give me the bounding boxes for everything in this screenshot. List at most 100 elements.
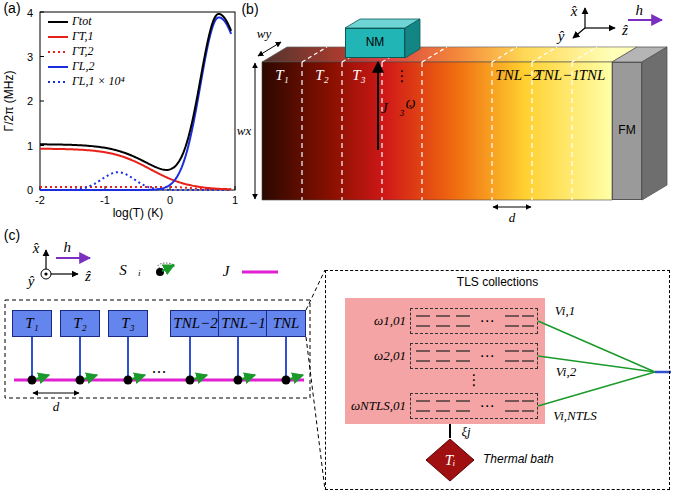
slice-divider — [301, 62, 302, 200]
node-label: T₂ — [315, 67, 329, 84]
legend-text: Γtot — [72, 15, 92, 28]
dimension-label: d — [53, 400, 60, 414]
bath-coupling-line — [189, 337, 191, 376]
spin-dot — [156, 268, 164, 276]
spin-site — [186, 376, 195, 385]
temperature-slice: T₂ — [302, 63, 342, 87]
axis-arrow — [585, 27, 615, 28]
energy-level — [456, 400, 470, 401]
slice-divider — [572, 47, 597, 62]
spin-arrow — [36, 375, 49, 379]
energy-level — [522, 350, 534, 351]
nm-side-face — [405, 19, 420, 58]
energy-level — [436, 350, 450, 351]
tick-label: -2 — [35, 194, 45, 206]
tick-label: 2 — [27, 95, 33, 107]
energy-level — [416, 360, 430, 361]
energy-level — [522, 400, 534, 401]
ellipsis: ⋯ — [480, 398, 495, 415]
energy-level — [456, 360, 470, 361]
bath-coupling-line — [127, 337, 129, 376]
bath-link-line — [449, 424, 451, 438]
plot-frame — [40, 12, 235, 190]
tick-label: 3 — [27, 50, 33, 62]
spin-arrow — [132, 375, 145, 379]
legend-sample — [48, 81, 68, 83]
current-label: J⃗₃⁽ˢ⁾ — [381, 100, 415, 117]
panel-label: (a) — [3, 1, 20, 16]
node-label: T₁ — [25, 315, 39, 332]
panel-label: (b) — [241, 2, 258, 17]
energy-level — [416, 325, 430, 326]
spin-arrow — [84, 375, 97, 379]
node-label: ω2,01 — [374, 349, 406, 363]
field-arrow — [56, 257, 90, 259]
tick-mark — [40, 12, 44, 13]
node-label: ωNTLS,01 — [351, 399, 406, 413]
energy-level — [436, 400, 450, 401]
axis-label: ŷ — [558, 28, 565, 45]
coupling-label: Vi,2 — [554, 365, 578, 379]
bath-coupling-line — [31, 337, 33, 376]
bar-top-face — [262, 47, 637, 62]
bar-top-shade — [262, 47, 637, 62]
spin-arrow — [194, 375, 207, 379]
spin-arrow — [162, 265, 174, 271]
spin-current-arrow — [377, 62, 379, 150]
exchange-line-sample — [242, 271, 278, 274]
slice-divider — [491, 62, 492, 200]
energy-level — [436, 410, 450, 411]
temperature-slice: TNL−1 — [532, 63, 583, 87]
tick-label: 4 — [27, 7, 33, 19]
thermal-bath-diamond: TᵢThermal bath — [425, 438, 475, 482]
legend-sample — [48, 36, 68, 38]
legend-sample — [48, 51, 68, 53]
node-label: TNL−1 — [535, 67, 579, 84]
height-arrow — [255, 63, 256, 199]
node-label: TNL−2 — [495, 67, 539, 84]
curve-gamma-t1 — [40, 149, 231, 190]
energy-level — [456, 315, 470, 316]
ellipsis: … — [150, 360, 169, 377]
node-label: ω1,01 — [374, 314, 406, 328]
node-label: NM — [366, 36, 385, 49]
slice-divider — [532, 47, 557, 62]
slice-divider — [492, 47, 517, 62]
energy-level — [522, 410, 534, 411]
legend-text: ΓL,1 × 10⁴ — [72, 75, 125, 88]
node-label: TNL−1 — [221, 315, 265, 332]
slice-divider — [341, 62, 342, 200]
panel-label: (c) — [4, 228, 20, 243]
ellipsis: ⋯ — [480, 313, 495, 330]
energy-level — [456, 325, 470, 326]
diamond-shape — [426, 439, 474, 481]
legend-text: ΓL,2 — [72, 60, 95, 73]
exchange-chain — [14, 379, 304, 382]
field-label: h⃗ — [63, 239, 82, 256]
temperature-slice: T₃ — [342, 63, 376, 87]
exchange-label: J — [223, 263, 230, 280]
tick-label: -1 — [100, 194, 110, 206]
dimension-label: wx — [237, 124, 251, 138]
energy-level — [505, 410, 519, 411]
spacing-arrow — [33, 393, 79, 394]
tls-collection: ω1,01 — [410, 308, 538, 334]
bath-coupling-line — [285, 337, 287, 376]
curve-gamma-tot — [40, 14, 231, 170]
spin-site — [124, 376, 133, 385]
fm-block: FM — [612, 62, 642, 200]
energy-level — [505, 315, 519, 316]
slice-divider — [302, 47, 327, 62]
axis-label: x̂ — [571, 3, 578, 20]
energy-level — [436, 315, 450, 316]
legend-text: ΓT,2 — [72, 45, 94, 58]
ellipsis: ⋮ — [467, 372, 482, 389]
energy-level — [416, 410, 430, 411]
width-arrow — [258, 42, 281, 56]
coupling-label: Vi,1 — [553, 304, 577, 318]
node-label: T₂ — [73, 315, 87, 332]
spin-label: S⃗ᵢ — [119, 262, 141, 279]
chain-outline — [5, 300, 310, 398]
dimension-label: wy — [257, 27, 271, 41]
bath-box: T₃ — [108, 310, 148, 337]
